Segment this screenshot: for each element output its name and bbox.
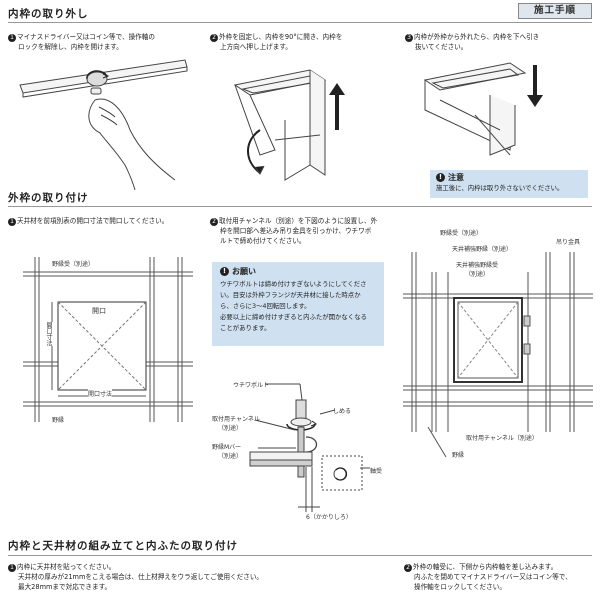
label-nobuchi-uke-right: 野縁受（別途） bbox=[440, 230, 483, 237]
step-number: 2 bbox=[404, 564, 412, 572]
divider bbox=[8, 206, 592, 207]
exclamation-icon: ! bbox=[220, 267, 229, 276]
divider bbox=[8, 555, 592, 556]
procedure-badge: 施工手順 bbox=[518, 3, 592, 19]
request-line: ウチワボルトは締め付けすぎないようにしてくださ bbox=[220, 280, 367, 288]
label-nobuchi-right: 野縁 bbox=[452, 452, 465, 459]
caution-box: !注意 施工後に、内枠は取り外さないでください。 bbox=[430, 170, 588, 198]
step-number: 2 bbox=[210, 34, 218, 42]
label-opening: 開口 bbox=[92, 307, 106, 315]
unlock-illustration bbox=[19, 59, 188, 190]
step-number: 3 bbox=[405, 34, 413, 42]
request-title: お願い bbox=[232, 267, 256, 276]
section-title-assembly: 内枠と天井材の組み立てと内ふたの取り付け bbox=[8, 540, 238, 552]
bolt-detail-diagram bbox=[249, 383, 370, 512]
step-number: 2 bbox=[210, 218, 218, 226]
step-number: 1 bbox=[8, 34, 16, 42]
step-number: 1 bbox=[8, 218, 16, 226]
request-box: !お願い ウチワボルトは締め付けすぎないようにしてくださ い。目安は外枠フランジ… bbox=[212, 262, 384, 346]
exclamation-icon: ! bbox=[436, 173, 445, 182]
label-opening-size-horizontal: 開口寸法 bbox=[88, 389, 113, 398]
label-hanger: 吊り金具 bbox=[556, 239, 581, 246]
label-channel-betto: （別途） bbox=[218, 425, 243, 432]
label-overlap: 6（かかりしろ） bbox=[306, 514, 352, 521]
section-title-outer-install: 外枠の取り付け bbox=[8, 192, 89, 204]
opening-plan-diagram bbox=[23, 257, 193, 422]
request-line: 必要以上に締め付けすぎると内ふたが開かなくなる bbox=[220, 313, 367, 321]
pull-down-illustration bbox=[423, 62, 543, 156]
caution-title: 注意 bbox=[448, 173, 464, 182]
label-reinforcement-receiver-betto: （別途） bbox=[465, 271, 490, 278]
label-m-bar-betto: （別途） bbox=[218, 453, 243, 460]
request-line: ことがあります。 bbox=[220, 324, 271, 332]
request-line: ら、さらに3〜4回転回します。 bbox=[220, 302, 311, 310]
label-channel-right: 取付用チャンネル（別途） bbox=[466, 435, 538, 442]
caution-text: 施工後に、内枠は取り外さないでください。 bbox=[436, 184, 564, 192]
divider bbox=[8, 22, 592, 23]
label-opening-size-vertical: 開口寸法 bbox=[44, 322, 53, 346]
label-reinforcement: 天井補強野縁（別途） bbox=[452, 246, 513, 253]
label-tighten: しめる bbox=[333, 408, 352, 415]
request-line: い。目安は外枠フランジが天井材に接した時点か bbox=[220, 291, 361, 299]
label-channel: 取付用チャンネル bbox=[212, 416, 260, 423]
label-nobuchi-uke: 野縁受（別途） bbox=[52, 261, 95, 268]
label-bearing: 軸受 bbox=[370, 468, 383, 475]
step-number: 1 bbox=[8, 564, 16, 572]
label-uchiwa-bolt: ウチワボルト bbox=[233, 382, 270, 389]
label-nobuchi: 野縁 bbox=[52, 417, 65, 424]
label-reinforcement-receiver: 天井補強野縁受 bbox=[456, 262, 499, 269]
ceiling-frame-diagram bbox=[403, 252, 593, 458]
label-m-bar: 野縁Mバー bbox=[212, 444, 242, 451]
section-title-inner-removal: 内枠の取り外し bbox=[8, 8, 89, 20]
push-up-illustration bbox=[233, 69, 345, 181]
